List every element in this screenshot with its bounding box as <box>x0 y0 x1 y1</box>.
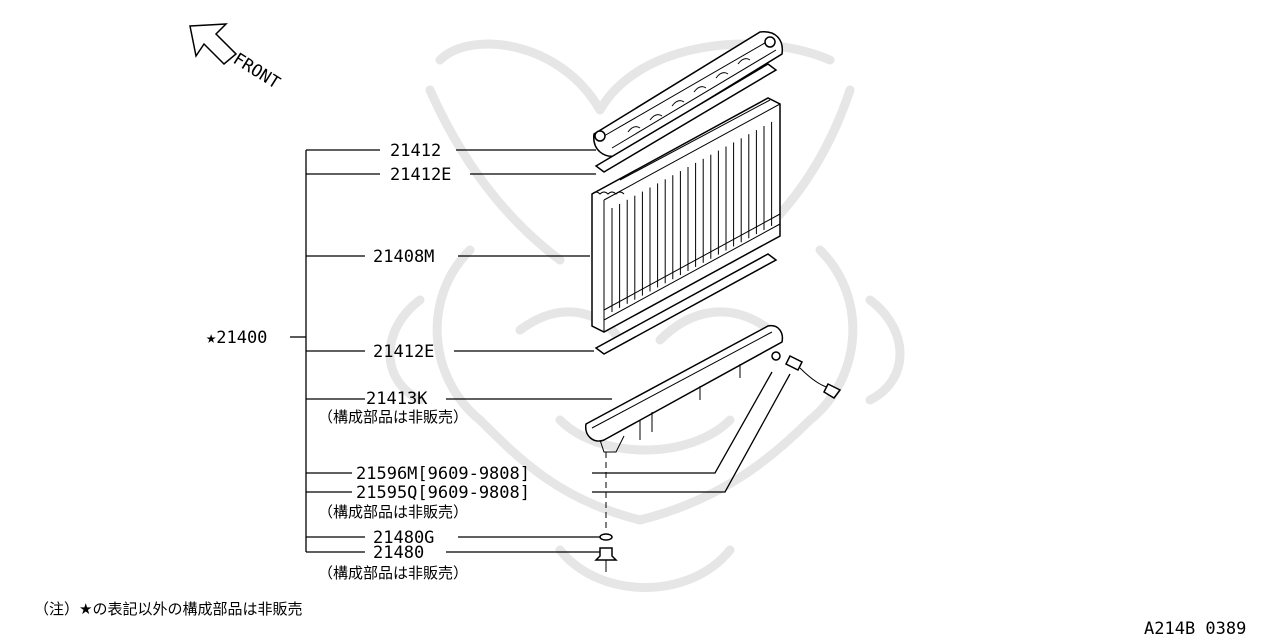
part-note-label: （構成部品は非販売） <box>318 564 468 582</box>
mount-bolt-part <box>594 452 618 572</box>
part-number-label: 21480 <box>373 543 424 563</box>
part-number-label: 21596M[9609-9808] <box>356 464 530 484</box>
leader-lines <box>290 149 791 553</box>
part-note-label: （構成部品は非販売） <box>318 503 468 521</box>
lower-gasket-part <box>594 253 778 355</box>
part-number-label: 21480G <box>373 528 434 548</box>
lower-tank-part <box>585 324 784 453</box>
part-number-label: 21408M <box>373 247 434 267</box>
watermark-emblem <box>385 39 905 592</box>
drain-plug-part <box>784 354 842 399</box>
part-number-label: 21412 <box>390 141 441 161</box>
radiator-core-part <box>591 97 781 333</box>
part-labels: ★21400 21412 21412E 21408M 21412E 21413K… <box>206 141 530 582</box>
part-number-label: 21595Q[9609-9808] <box>356 483 530 503</box>
arrow-icon <box>189 23 238 66</box>
diagram-code: A214B 0389 <box>1144 619 1246 639</box>
assembly-number-label: ★21400 <box>206 328 267 348</box>
footnote: （注）★の表記以外の構成部品は非販売 <box>34 600 302 618</box>
part-number-label: 21412E <box>390 165 451 185</box>
part-number-label: 21412E <box>373 342 434 362</box>
front-direction-arrow: FRONT <box>189 23 283 93</box>
front-label: FRONT <box>229 49 283 93</box>
upper-gasket-part <box>594 63 778 173</box>
core-fins <box>611 121 773 312</box>
upper-tank-part <box>593 31 784 158</box>
part-number-label: 21413K <box>366 389 428 409</box>
part-note-label: （構成部品は非販売） <box>318 408 468 426</box>
